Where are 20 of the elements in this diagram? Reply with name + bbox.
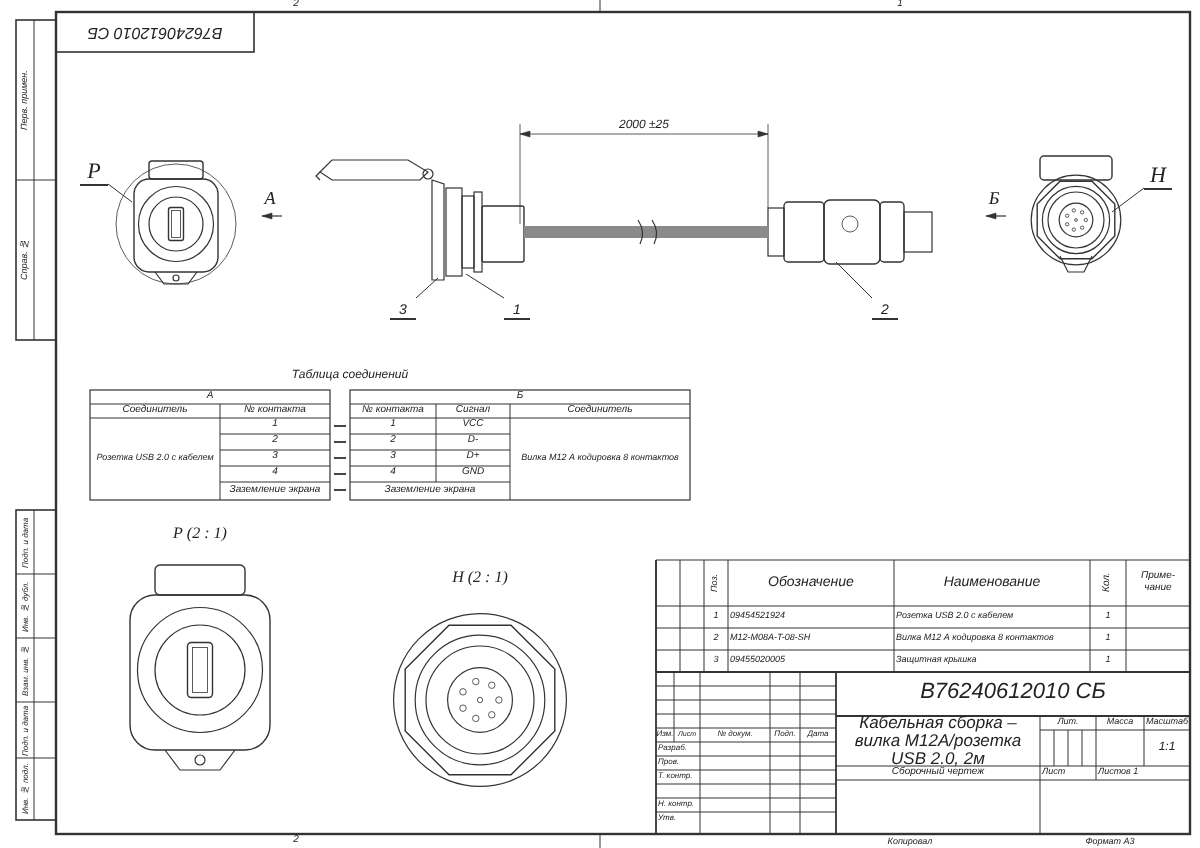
document-code: В76240612010 СБ — [920, 682, 1106, 706]
socket-side-view-drawing — [445, 187, 525, 277]
view-title: Н (2 : 1) — [452, 570, 508, 588]
protective-cap-drawing — [315, 159, 445, 281]
callout-letter: Н — [1144, 164, 1172, 190]
document-code: В76240612010 СБ — [87, 23, 223, 41]
view-letter: А — [264, 190, 276, 210]
view-letter: Б — [988, 190, 1000, 210]
plug-end-view-drawing — [1030, 155, 1122, 273]
leader-line — [465, 273, 505, 299]
leader-line — [1111, 187, 1145, 213]
plug-side-view-drawing — [767, 199, 933, 265]
leader-line — [835, 261, 873, 299]
callout-letter: Р — [80, 160, 108, 186]
cable — [524, 226, 768, 238]
drawing-title: Кабельная сборка – вилка М12А/розетка USB 2.0, 2м — [852, 714, 1024, 768]
socket-front-view-drawing — [115, 160, 237, 285]
leader-line — [415, 277, 439, 299]
view-title: Р (2 : 1) — [173, 526, 227, 544]
leader-line — [107, 183, 133, 203]
